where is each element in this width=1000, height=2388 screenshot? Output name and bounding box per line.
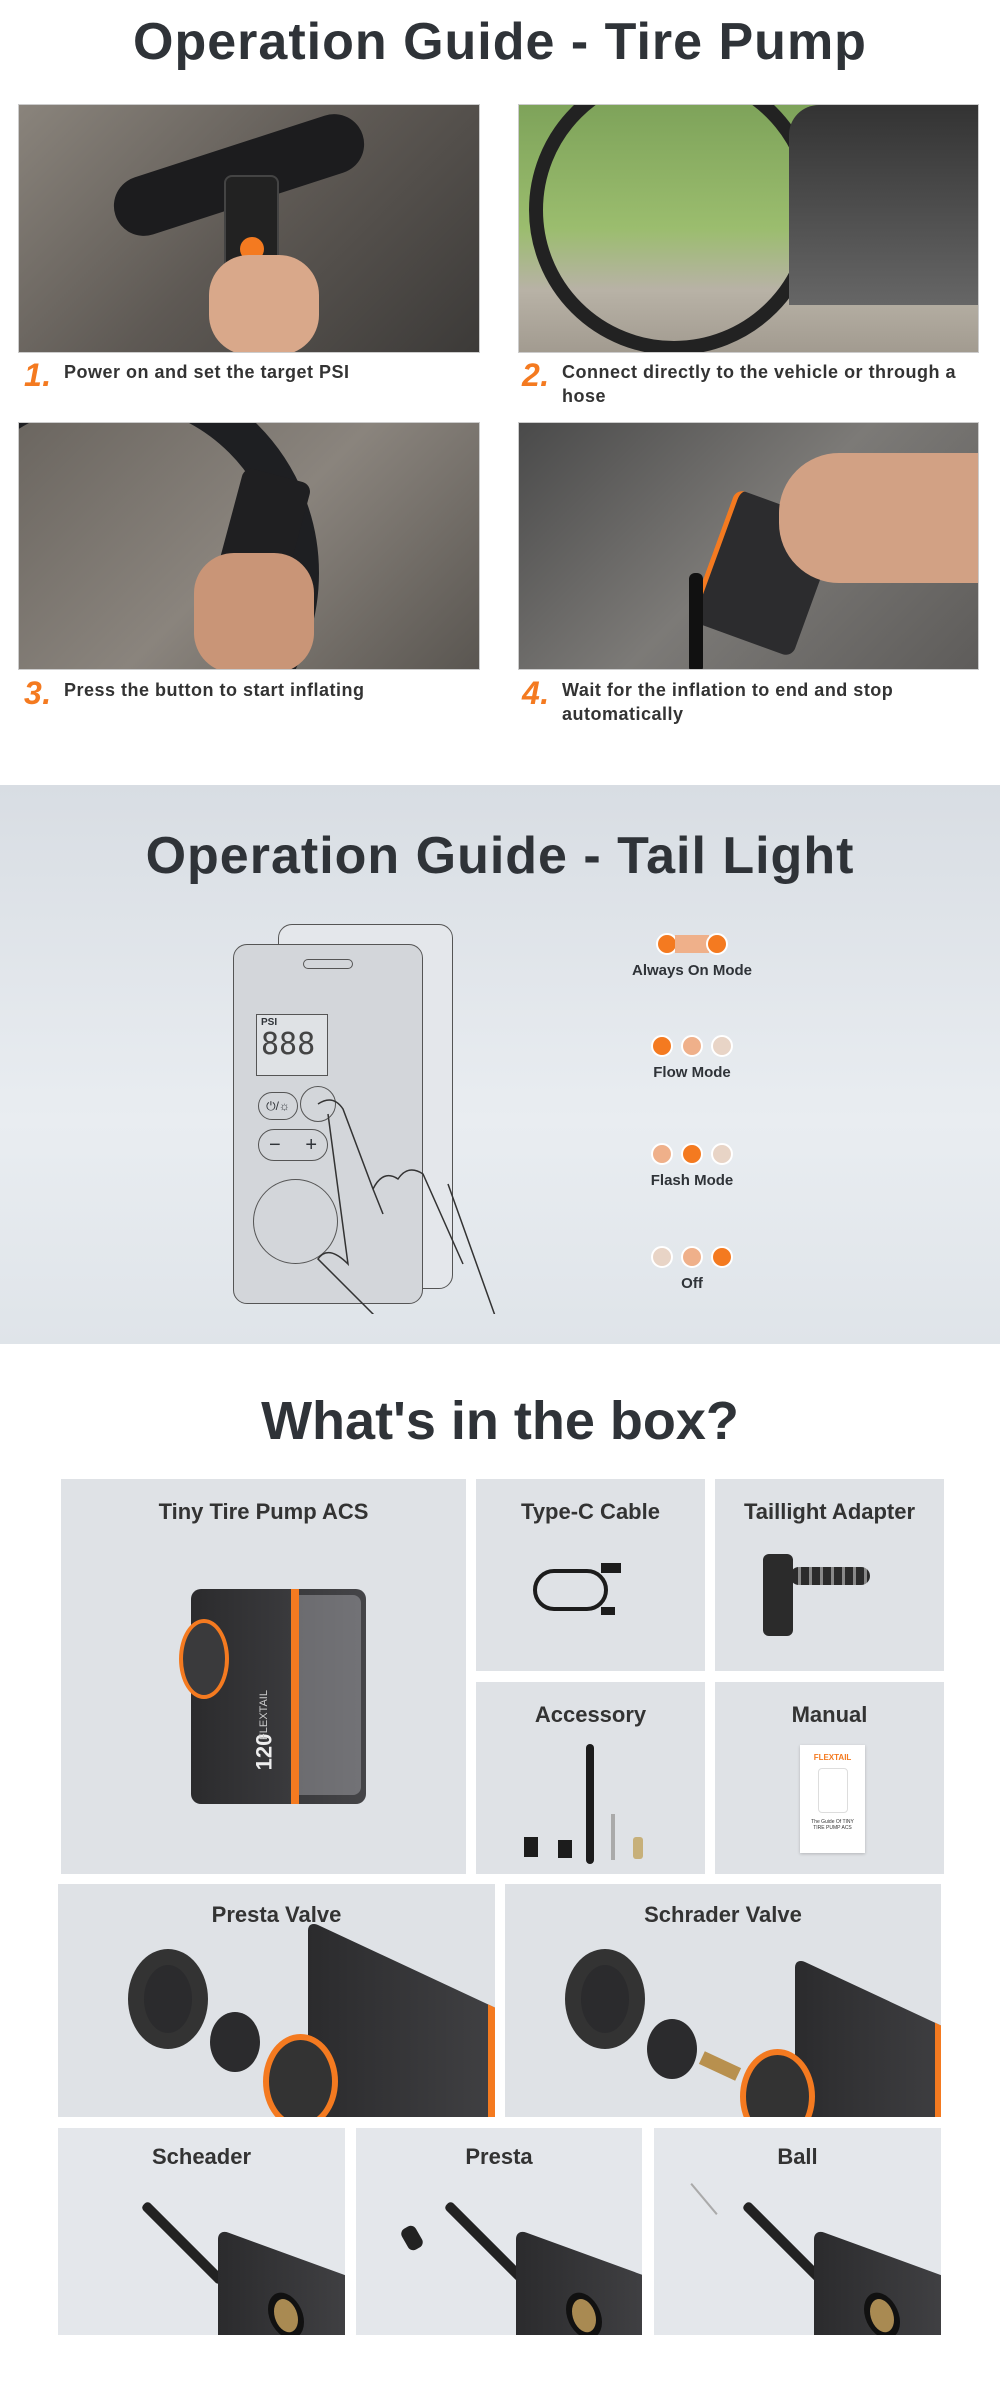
item-label: Manual	[791, 1702, 868, 1727]
step-number: 4.	[522, 675, 550, 711]
tail-light-section	[0, 785, 1000, 1344]
mode-always-on: Always On Mode	[592, 932, 792, 979]
manual-text: The Guide Of TINY TIRE PUMP ACS	[811, 1819, 854, 1831]
item-schrader-valve: Schrader Valve	[505, 1884, 941, 2117]
tail-light-title: Operation Guide - Tail Light	[145, 827, 855, 885]
manual-brand: FLEXTAIL	[813, 1753, 852, 1762]
item-scheader: Scheader	[58, 2128, 345, 2335]
box-title: What's in the box?	[261, 1391, 739, 1451]
item-label: Accessory	[534, 1702, 647, 1727]
item-tire-pump: Tiny Tire Pump ACS 120 FLEXTAIL	[61, 1479, 466, 1874]
item-ball: Ball	[654, 2128, 941, 2335]
mode-label: Flow Mode	[653, 1064, 731, 1081]
cable-icon	[533, 1569, 608, 1611]
mode-label: Always On Mode	[631, 962, 753, 979]
step-number: 1.	[24, 357, 52, 393]
mode-flow: Flow Mode	[592, 1034, 792, 1081]
step-number: 2.	[522, 357, 550, 393]
step-1-photo	[18, 104, 480, 353]
step-3-photo	[18, 422, 480, 670]
item-presta-valve: Presta Valve	[58, 1884, 495, 2117]
item-label: Type-C Cable	[521, 1499, 660, 1524]
item-presta: Presta	[356, 2128, 642, 2335]
step-2-caption: 2. Connect directly to the vehicle or thr…	[522, 357, 982, 408]
adapter-icon	[763, 1554, 793, 1636]
display-digits: 888	[261, 1027, 316, 1062]
plus-minus-buttons[interactable]: −+	[258, 1129, 328, 1161]
step-text: Power on and set the target PSI	[64, 362, 350, 382]
power-light-button[interactable]: ⏻/☼	[258, 1092, 298, 1120]
hose-icon	[586, 1744, 594, 1864]
step-2-photo	[518, 104, 979, 353]
item-label: Schrader Valve	[644, 1902, 802, 1927]
step-number: 3.	[24, 675, 52, 711]
manual-image: FLEXTAIL The Guide Of TINY TIRE PUMP ACS	[800, 1745, 865, 1853]
step-text: Wait for the inflation to end and stop a…	[562, 680, 894, 724]
item-label: Tiny Tire Pump ACS	[158, 1499, 369, 1524]
tire-pump-title: Operation Guide - Tire Pump	[133, 13, 867, 71]
item-label: Taillight Adapter	[743, 1499, 916, 1524]
item-accessory: Accessory	[476, 1682, 705, 1874]
hand-icon	[317, 1099, 496, 1314]
device-illustration: PSI 888 ⏻/☼ −+	[228, 924, 568, 1314]
item-label: Presta	[465, 2144, 533, 2169]
plus-label: +	[305, 1134, 317, 1156]
step-3-caption: 3. Press the button to start inflating	[24, 675, 484, 711]
item-label: Ball	[777, 2144, 818, 2169]
step-1-caption: 1. Power on and set the target PSI	[24, 357, 484, 393]
minus-label: −	[269, 1134, 281, 1156]
item-taillight-adapter: Taillight Adapter	[715, 1479, 944, 1671]
mode-label: Flash Mode	[650, 1172, 734, 1189]
inflate-dial	[253, 1179, 338, 1264]
pump-image: 120 FLEXTAIL	[179, 1589, 366, 1804]
step-4-caption: 4. Wait for the inflation to end and stop…	[522, 675, 982, 726]
pump-brand-text: FLEXTAIL	[257, 1690, 270, 1740]
step-text: Connect directly to the vehicle or throu…	[562, 362, 957, 406]
display-psi-label: PSI	[261, 1017, 278, 1028]
item-type-c-cable: Type-C Cable	[476, 1479, 705, 1671]
item-manual: Manual FLEXTAIL The Guide Of TINY TIRE P…	[715, 1682, 944, 1874]
mode-off: Off	[592, 1245, 792, 1292]
step-text: Press the button to start inflating	[64, 680, 365, 700]
mode-button[interactable]	[300, 1086, 336, 1122]
item-label: Scheader	[151, 2144, 252, 2169]
mode-label: Off	[681, 1275, 703, 1292]
step-4-photo	[518, 422, 979, 670]
item-label: Presta Valve	[211, 1902, 342, 1927]
mode-flash: Flash Mode	[592, 1142, 792, 1189]
